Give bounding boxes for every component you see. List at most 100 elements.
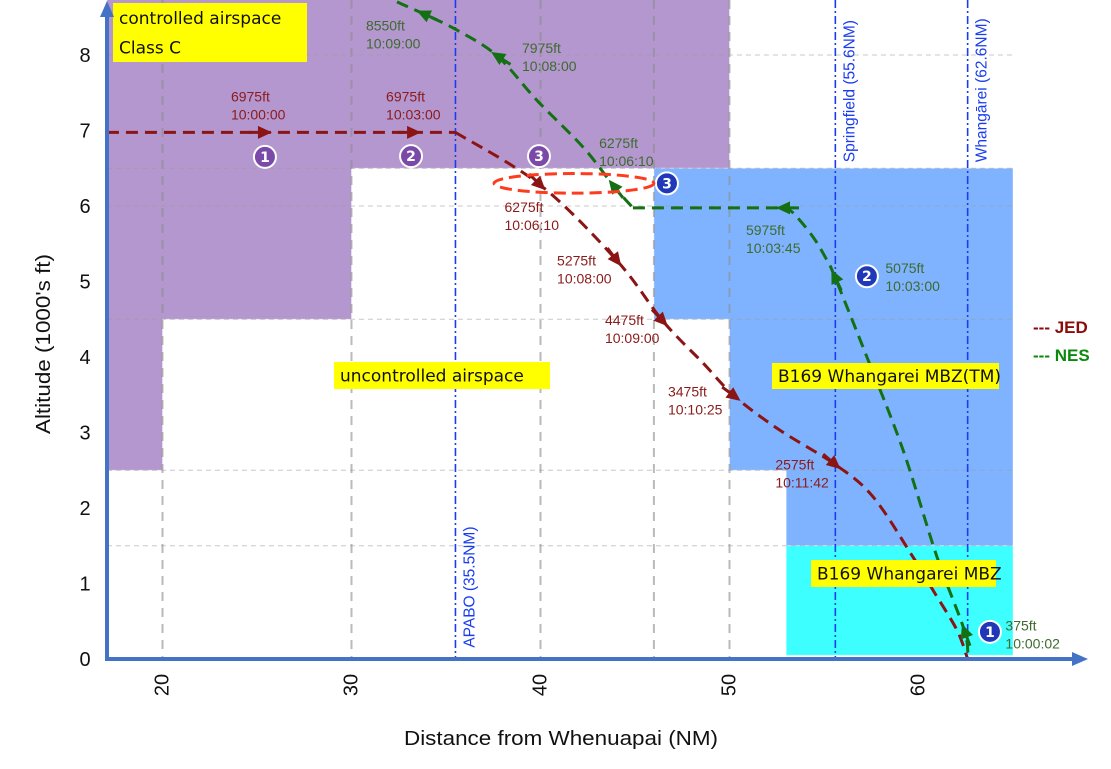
direction-arrow-icon — [721, 385, 741, 401]
waypoint-altitude: 375ft — [1005, 618, 1036, 634]
y-tick-label: 7 — [79, 121, 90, 143]
y-tick-label: 2 — [79, 498, 90, 520]
waypoint-time: 10:08:00 — [522, 58, 577, 74]
numbered-circle-icon — [526, 144, 551, 169]
conflict-highlight — [492, 172, 656, 195]
waypoint-annotations: 6975ft 10:00:00 6975ft 10:03:00 6275ft 10:06:… — [231, 10, 1060, 652]
series-jed — [106, 130, 970, 660]
waypoint-time: 10:00:00 — [231, 106, 286, 122]
direction-arrow-icon — [416, 10, 439, 23]
reference-line-whangarei: Whangārei (62.6NM) — [966, 0, 991, 659]
x-tick-label: 50 — [719, 674, 741, 696]
arrow-head — [407, 125, 422, 139]
waypoint-time: 10:11:42 — [775, 475, 829, 491]
y-tick-label: 1 — [79, 574, 90, 596]
x-axis-arrow-icon — [1072, 652, 1088, 666]
nes-marker-2: 2 — [854, 264, 879, 289]
direction-arrow-icon — [606, 247, 622, 267]
arrow-head — [491, 51, 507, 66]
waypoint-time: 10:03:00 — [885, 278, 940, 294]
numbered-circle-icon — [854, 264, 879, 289]
springfield-label: Springfield (55.6NM) — [841, 20, 858, 162]
waypoint-time: 10:09:00 — [605, 330, 660, 346]
y-tick-label: 4 — [79, 347, 90, 369]
reference-line-apabo: APABO (35.5NM) — [454, 0, 478, 659]
label-background — [334, 362, 550, 389]
waypoint-altitude: 6975ft — [231, 88, 270, 104]
y-axis-arrow-icon — [100, 1, 114, 17]
direction-arrow-icon — [491, 51, 512, 66]
waypoint-altitude: 8550ft — [366, 17, 405, 33]
jed-waypoint-label: 5275ft 10:08:00 — [557, 253, 612, 287]
airspace-label-text: Class C — [119, 38, 181, 58]
marker-number: 2 — [406, 149, 416, 165]
waypoint-time: 10:06:10 — [599, 153, 654, 169]
waypoint-time: 10:03:45 — [746, 240, 801, 256]
y-axis-title: Altitude (1000's ft) — [33, 254, 55, 434]
apabo-label: APABO (35.5NM) — [461, 527, 478, 648]
nes-path-segment — [782, 206, 970, 660]
waypoint-altitude: 5275ft — [557, 253, 596, 269]
arrow-head — [831, 269, 844, 285]
waypoint-time: 10:03:00 — [386, 106, 441, 122]
waypoint-time: 10:08:00 — [557, 271, 612, 287]
arrow-head — [960, 624, 973, 640]
waypoint-altitude: 7975ft — [522, 40, 561, 56]
b169-whangarei-mbz-tm-label: B169 Whangarei MBZ(TM) — [772, 363, 1001, 389]
x-tick-label: 20 — [152, 674, 174, 696]
jed-marker-1: 1 — [252, 144, 277, 169]
b169-whangarei-mbz-label: B169 Whangarei MBZ — [811, 560, 1002, 587]
nes-waypoint-label: 375ft 10:00:02 — [1005, 618, 1060, 652]
arrow-head — [653, 311, 668, 327]
arrow-head — [607, 251, 622, 267]
direction-arrow-icon — [960, 624, 973, 647]
arrow-head — [416, 10, 433, 23]
marker-number: 2 — [862, 269, 872, 285]
y-tick-label: 8 — [79, 45, 90, 67]
direction-arrow-icon — [248, 125, 272, 139]
marker-number: 1 — [260, 150, 270, 166]
numbered-circle-icon — [252, 144, 277, 169]
jed-waypoint-label: 6275ft 10:06:10 — [505, 199, 560, 233]
y-tick-label: 3 — [79, 423, 90, 445]
legend-entry-nes: --- NES — [1033, 346, 1090, 365]
waypoint-time: 10:00:02 — [1005, 636, 1060, 652]
jed-marker-3: 3 — [526, 144, 551, 169]
x-axis-title: Distance from Whenuapai (NM) — [404, 728, 718, 750]
numbered-circle-icon — [654, 171, 679, 196]
jed-waypoint-label: 6975ft 10:00:00 — [231, 88, 286, 122]
arrow-head — [257, 125, 272, 139]
nes-marker-3: 3 — [654, 171, 679, 196]
legend-entry-jed: --- JED — [1033, 318, 1088, 337]
controlled-airspace-class-c-region — [106, 0, 730, 471]
jed-marker-2: 2 — [399, 144, 424, 169]
numbered-circle-icon — [977, 619, 1002, 644]
y-tick-label: 0 — [79, 649, 90, 671]
gridlines — [106, 0, 1013, 659]
waypoint-time: 10:06:10 — [505, 217, 560, 233]
waypoint-altitude: 6275ft — [505, 199, 544, 215]
nes-waypoint-label: 7975ft 10:08:00 — [522, 40, 577, 74]
y-tick-label: 5 — [79, 272, 90, 294]
b169-whangarei-mbz-tm-region — [653, 167, 1014, 547]
y-tick-label: 6 — [79, 196, 90, 218]
direction-arrow-icon — [831, 269, 844, 291]
airspace-label-text: uncontrolled airspace — [340, 367, 524, 387]
whangarei-label: Whangārei (62.6NM) — [974, 18, 991, 162]
x-tick-label: 30 — [341, 674, 363, 696]
arrow-head — [530, 175, 546, 191]
waypoint-altitude: 6275ft — [599, 135, 638, 151]
waypoint-altitude: 6975ft — [386, 88, 425, 104]
x-tick-label: 60 — [908, 674, 930, 696]
label-background — [811, 560, 996, 587]
label-background — [772, 363, 999, 389]
conflict-ellipse — [492, 172, 656, 195]
waypoint-altitude: 2575ft — [775, 457, 814, 473]
direction-arrow-icon — [398, 125, 422, 139]
